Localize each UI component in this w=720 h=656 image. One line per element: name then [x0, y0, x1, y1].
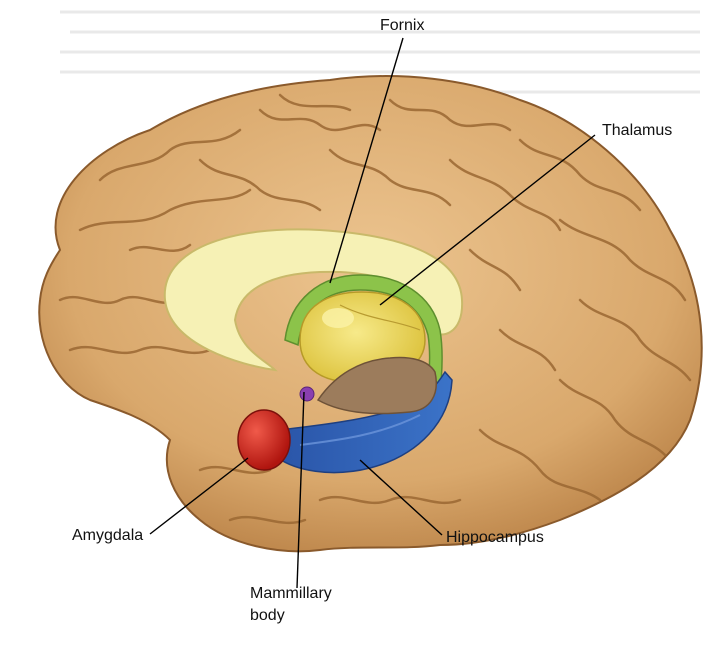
thalamus-groove	[339, 304, 421, 331]
amygdala	[237, 409, 291, 471]
mammillary-body	[299, 386, 315, 402]
leader-thalamus	[379, 134, 596, 306]
label-amygdala: Amygdala	[72, 527, 144, 544]
leader-fornix	[329, 37, 404, 284]
background-text-lines	[60, 10, 700, 94]
gyri-folds	[58, 93, 692, 525]
leader-hippocampus	[359, 459, 443, 536]
brainstem-cut	[316, 356, 437, 415]
leader-lines	[149, 37, 596, 589]
label-mammillary-line1: Mammillary	[250, 585, 332, 602]
leader-amygdala	[149, 457, 249, 535]
hippocampus	[277, 370, 453, 474]
label-mammillary-line2: body	[250, 607, 285, 624]
thalamus-highlight	[322, 308, 354, 328]
label-thalamus: Thalamus	[602, 122, 673, 139]
label-fornix: Fornix	[380, 17, 425, 34]
leader-mammillary	[296, 391, 305, 589]
hippocampus-detail	[299, 414, 421, 446]
label-hippocampus: Hippocampus	[446, 529, 544, 546]
